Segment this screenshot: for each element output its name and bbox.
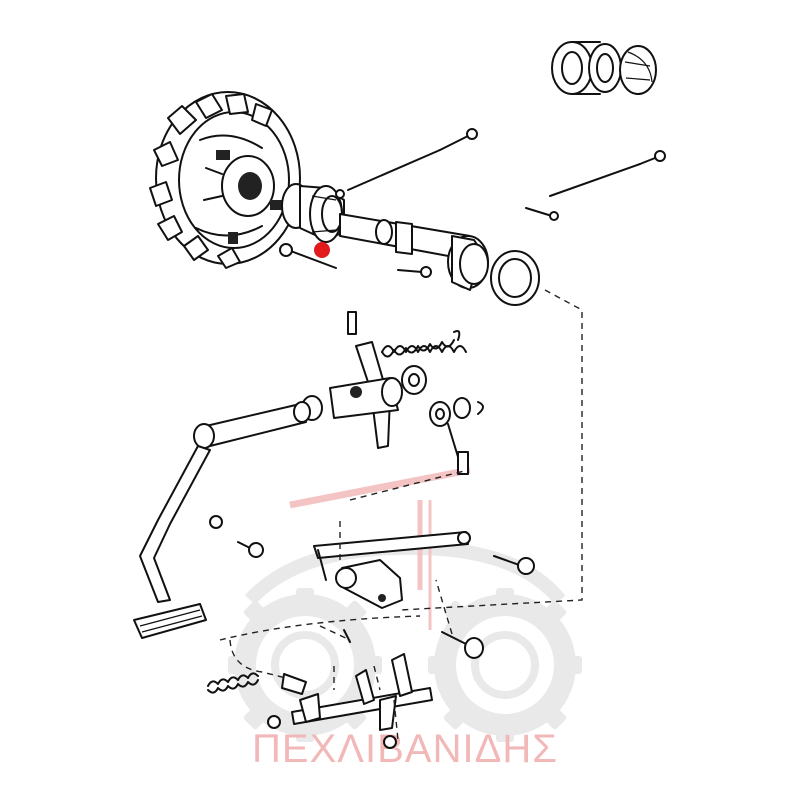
- cross-shaft-part: [205, 401, 311, 447]
- spring-icon: [381, 330, 467, 358]
- watermark-gear-left: [228, 588, 382, 742]
- clutch-bolt-icon: [279, 243, 432, 278]
- highlight-marker: [314, 242, 330, 258]
- control-cable-right: [525, 150, 666, 221]
- bush-parts: [301, 365, 484, 427]
- linkage-rod-part: [447, 423, 469, 475]
- pin-part: [347, 311, 357, 335]
- assembly-leader-lines: [219, 289, 583, 741]
- watermark-brand-text: ΠΕΧΛΙΒΑΝΙΔΗΣ: [252, 727, 558, 771]
- watermark-gear-right: [428, 588, 582, 742]
- bracket-lever-part: [313, 531, 471, 609]
- lower-spring-icon: [207, 672, 259, 694]
- control-cable-upper: [335, 128, 478, 199]
- clutch-assembly-icon: [149, 91, 301, 269]
- seal-ring-part: [490, 250, 540, 306]
- bearing-rings-part: [551, 41, 657, 95]
- rocker-lever-part: [329, 341, 403, 449]
- bolt-icon: [209, 515, 535, 659]
- pedal-icon: [133, 423, 215, 639]
- release-bearing-part: [281, 183, 345, 243]
- clutch-shaft-part: [339, 213, 489, 291]
- lower-cable-part: [229, 639, 307, 695]
- fork-icon: [267, 653, 433, 749]
- watermark-logo: ΠΕΧΛΙΒΑΝΙΔΗΣ: [228, 466, 582, 771]
